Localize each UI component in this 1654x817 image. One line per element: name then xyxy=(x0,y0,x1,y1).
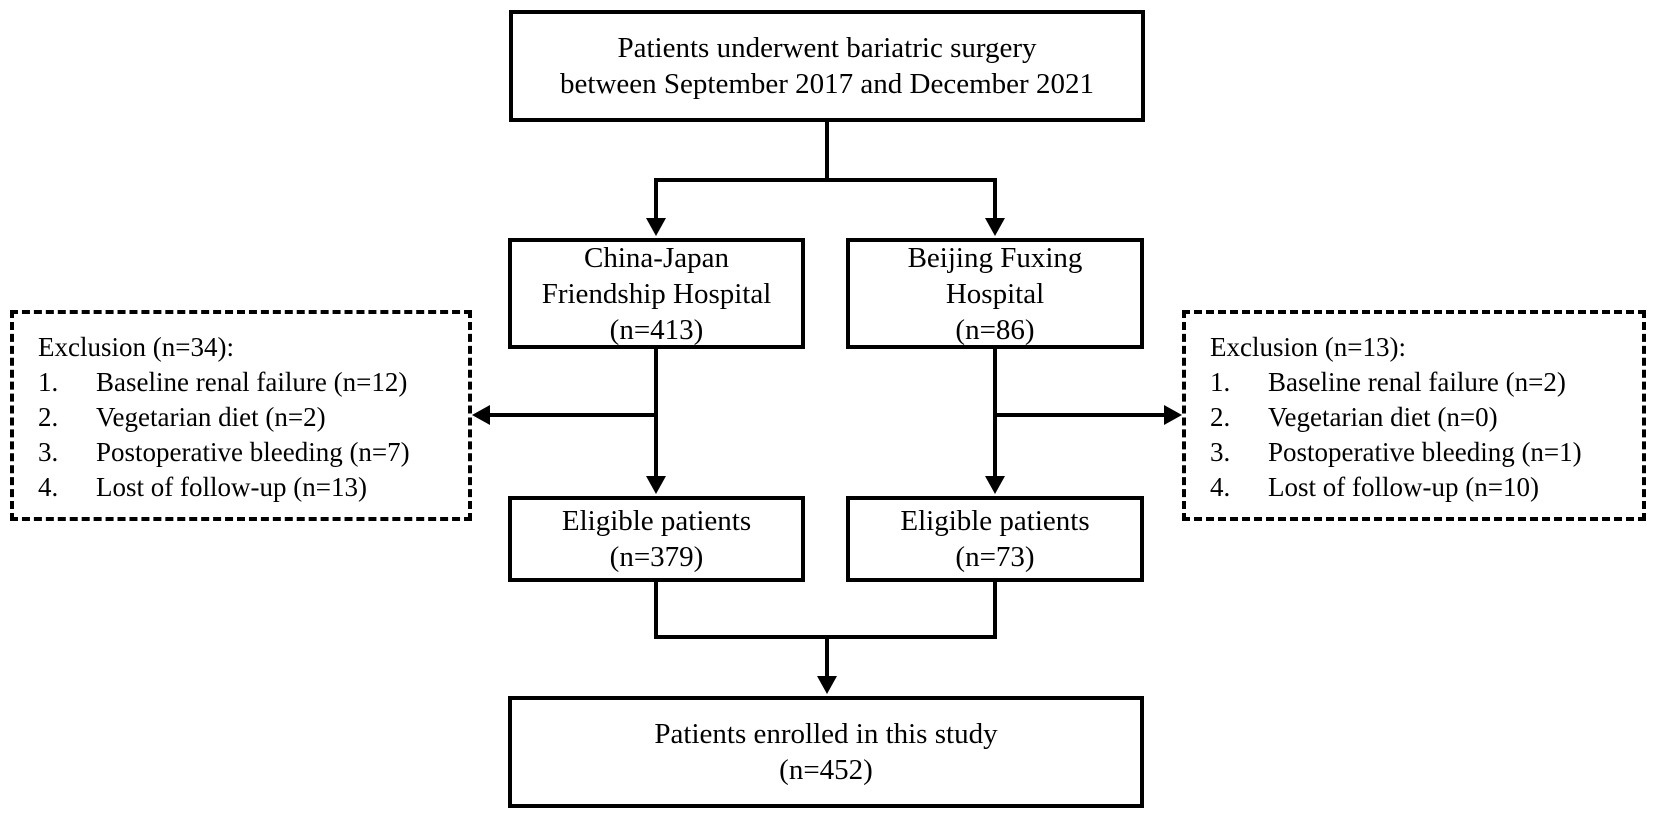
exclusion-item-number: 4. xyxy=(38,472,59,502)
hospital-count: (n=86) xyxy=(955,313,1035,346)
exclusion-item-number: 1. xyxy=(38,367,59,397)
hospital-name-line2: Friendship Hospital xyxy=(541,277,772,310)
exclusion-item-text: Vegetarian diet (n=2) xyxy=(96,402,326,432)
exclusion-item-text: Vegetarian diet (n=0) xyxy=(1268,402,1498,432)
exclusion-item: 3. Postoperative bleeding (n=7) xyxy=(38,435,468,470)
exclusion-item-number: 2. xyxy=(1210,402,1231,432)
eligible-count: (n=73) xyxy=(955,541,1035,573)
arrow-to-eligible-right xyxy=(985,476,1005,494)
exclusion-item: 3. Postoperative bleeding (n=1) xyxy=(1210,435,1642,470)
exclusion-item-number: 3. xyxy=(1210,437,1231,467)
hospital-name-line2: Hospital xyxy=(945,277,1045,310)
exclusion-item-text: Lost of follow-up (n=13) xyxy=(96,472,367,502)
arrow-to-hospital-right xyxy=(985,218,1005,236)
exclusion-item-number: 2. xyxy=(38,402,59,432)
arrow-to-enrolled xyxy=(817,676,837,694)
eligible-count: (n=379) xyxy=(609,541,704,573)
eligible-label: Eligible patients xyxy=(561,505,752,537)
eligible-box-right: Eligible patients (n=73) xyxy=(846,496,1144,582)
connector-source-split xyxy=(654,122,997,218)
exclusion-title: Exclusion (n=13): xyxy=(1210,332,1406,362)
enrolled-label: Patients enrolled in this study xyxy=(654,718,998,750)
exclusion-item: 1. Baseline renal failure (n=12) xyxy=(38,365,468,400)
exclusion-item: 4. Lost of follow-up (n=10) xyxy=(1210,470,1642,505)
hospital-box-china-japan: China-Japan Friendship Hospital (n=413) xyxy=(508,238,805,349)
exclusion-item: 1. Baseline renal failure (n=2) xyxy=(1210,365,1642,400)
source-line1: Patients underwent bariatric surgery xyxy=(617,32,1037,64)
connector-merge xyxy=(654,582,997,676)
hospital-name-line1: China-Japan xyxy=(584,241,729,274)
exclusion-item-text: Baseline renal failure (n=2) xyxy=(1268,367,1566,397)
hospital-name-line1: Beijing Fuxing xyxy=(907,241,1083,274)
source-box: Patients underwent bariatric surgery bet… xyxy=(509,10,1145,122)
exclusion-item-text: Postoperative bleeding (n=1) xyxy=(1268,437,1582,467)
enrolled-count: (n=452) xyxy=(779,754,873,786)
arrow-to-hospital-left xyxy=(646,218,666,236)
exclusion-box-left: Exclusion (n=34): 1. Baseline renal fail… xyxy=(10,310,472,521)
enrolled-box: Patients enrolled in this study (n=452) xyxy=(508,696,1144,808)
exclusion-title: Exclusion (n=34): xyxy=(38,332,234,362)
exclusion-item-text: Lost of follow-up (n=10) xyxy=(1268,472,1539,502)
arrow-to-exclusion-left xyxy=(472,405,490,425)
eligible-label: Eligible patients xyxy=(900,505,1090,537)
exclusion-item-number: 1. xyxy=(1210,367,1231,397)
exclusion-item-text: Baseline renal failure (n=12) xyxy=(96,367,408,397)
exclusion-item-number: 4. xyxy=(1210,472,1231,502)
exclusion-item: 2. Vegetarian diet (n=0) xyxy=(1210,400,1642,435)
source-line2: between September 2017 and December 2021 xyxy=(560,68,1094,100)
hospital-count: (n=413) xyxy=(609,313,704,346)
exclusion-item: 2. Vegetarian diet (n=2) xyxy=(38,400,468,435)
exclusion-item-number: 3. xyxy=(38,437,59,467)
arrow-to-eligible-left xyxy=(646,476,666,494)
exclusion-item-text: Postoperative bleeding (n=7) xyxy=(96,437,410,467)
hospital-box-beijing-fuxing: Beijing Fuxing Hospital (n=86) xyxy=(846,238,1144,349)
exclusion-item: 4. Lost of follow-up (n=13) xyxy=(38,470,468,505)
arrow-to-exclusion-right xyxy=(1164,405,1182,425)
exclusion-box-right: Exclusion (n=13): 1. Baseline renal fail… xyxy=(1182,310,1646,521)
eligible-box-left: Eligible patients (n=379) xyxy=(508,496,805,582)
